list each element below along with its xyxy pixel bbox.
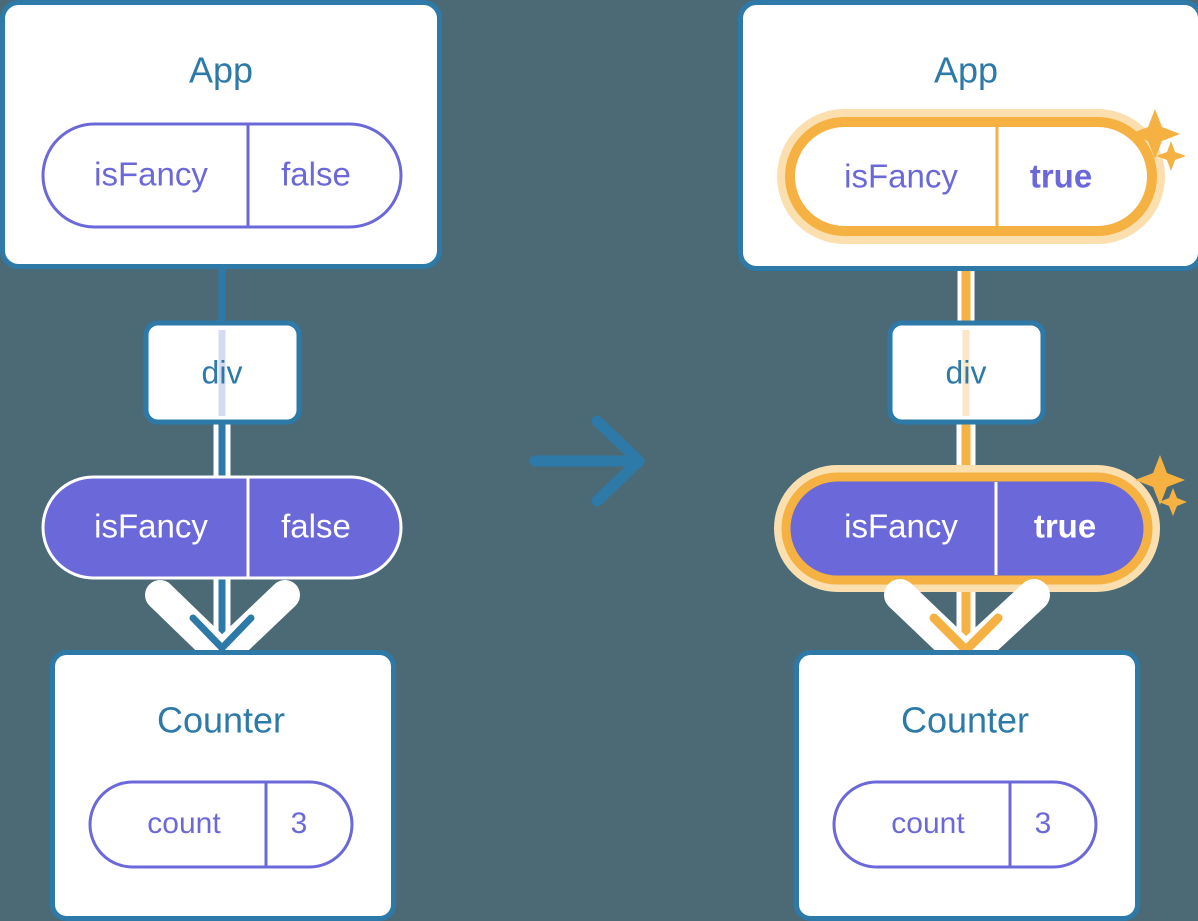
sparkle-large-icon (1130, 109, 1180, 159)
left-div-node[interactable]: div (143, 320, 302, 425)
left-prop-pill-name: isFancy (94, 508, 208, 545)
sparkles-icon (1130, 109, 1186, 171)
left-prop-pill-shape (41, 475, 403, 580)
right-prop-pill-shape (781, 472, 1153, 585)
sparkle-small-icon-2 (1159, 488, 1187, 516)
left-prop-pill[interactable]: isFancy false (41, 475, 403, 580)
left-app-pill-name: isFancy (94, 156, 208, 193)
right-counter-title: Counter (901, 700, 1029, 741)
left-app-pill-value: false (281, 156, 351, 193)
right-app-pill-name: isFancy (844, 158, 958, 195)
sparkle-small-icon (1156, 141, 1186, 171)
right-app-pill-highlight (785, 117, 1157, 236)
right-app-pill-value: true (1030, 158, 1092, 195)
right-counter-pill-name: count (891, 807, 965, 840)
right-counter-pill-shape (832, 780, 1098, 869)
left-counter-title: Counter (157, 700, 285, 741)
left-app-pill-shape (41, 122, 403, 229)
right-app-title: App (934, 50, 998, 91)
left-div-label: div (202, 354, 243, 390)
left-app-state-pill[interactable]: isFancy false (41, 122, 403, 229)
right-prop-pill[interactable]: isFancy true (774, 465, 1160, 592)
left-counter-state-pill[interactable]: count 3 (88, 780, 354, 869)
left-counter-pill-value: 3 (291, 807, 308, 840)
right-prop-pill-value: true (1034, 508, 1096, 545)
sparkle-large-icon-2 (1135, 455, 1185, 505)
right-prop-pill-name: isFancy (844, 508, 958, 545)
right-div-label: div (946, 354, 987, 390)
left-counter-pill-name: count (147, 807, 221, 840)
right-prop-sparkles-icon (1135, 455, 1187, 516)
arrow-right-icon (529, 415, 645, 507)
right-div-node[interactable]: div (887, 320, 1046, 425)
right-app-state-pill[interactable]: isFancy true (777, 109, 1165, 244)
right-counter-state-pill[interactable]: count 3 (832, 780, 1098, 869)
left-prop-pill-value: false (281, 508, 351, 545)
left-app-title: App (189, 50, 253, 91)
left-counter-pill-shape (88, 780, 354, 869)
right-counter-pill-value: 3 (1035, 807, 1052, 840)
